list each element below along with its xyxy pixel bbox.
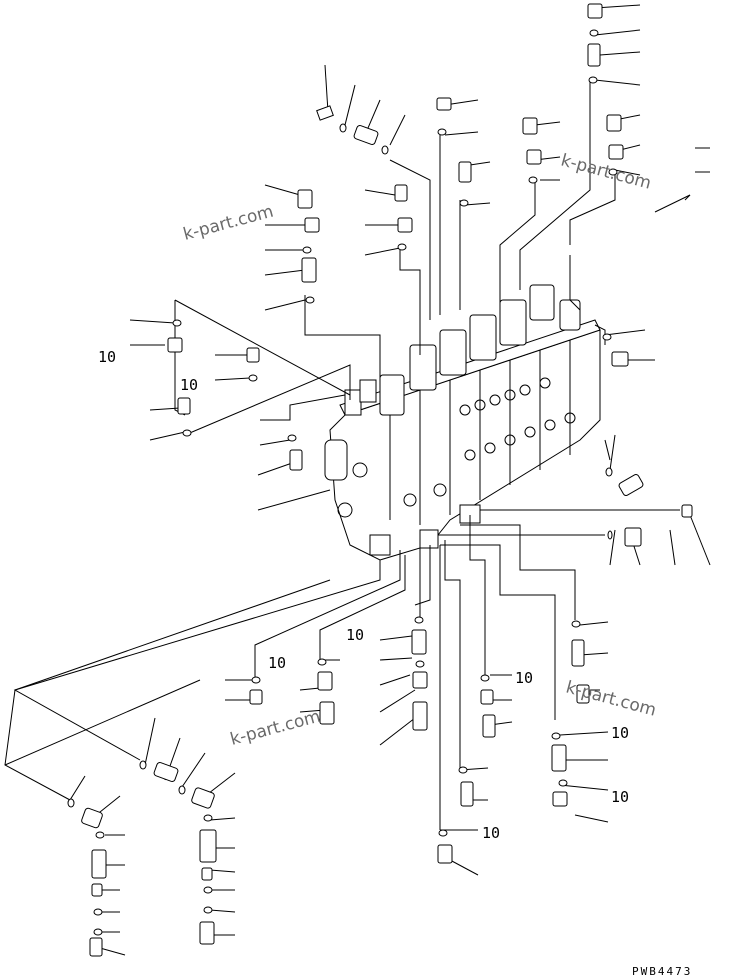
callout-labels: 10 10 10 10 10 10 10 10 bbox=[98, 348, 629, 842]
drawing-code: PWB4473 bbox=[632, 965, 692, 978]
watermark-text: k-part.com bbox=[564, 678, 659, 721]
callout-label: 10 bbox=[611, 788, 629, 806]
callout-label: 10 bbox=[482, 824, 500, 842]
callout-label: 10 bbox=[611, 724, 629, 742]
fittings bbox=[67, 3, 693, 957]
callout-label: 10 bbox=[180, 376, 198, 394]
callout-label: 10 bbox=[515, 669, 533, 687]
watermark-text: k-part.com bbox=[181, 202, 276, 245]
control-valve-body bbox=[324, 284, 601, 561]
callout-label: 10 bbox=[268, 654, 286, 672]
watermark-text: k-part.com bbox=[559, 151, 654, 194]
callout-label: 10 bbox=[346, 626, 364, 644]
callout-label: 10 bbox=[98, 348, 116, 366]
leader-lines bbox=[4, 4, 711, 956]
watermark-text: k-part.com bbox=[228, 707, 323, 750]
